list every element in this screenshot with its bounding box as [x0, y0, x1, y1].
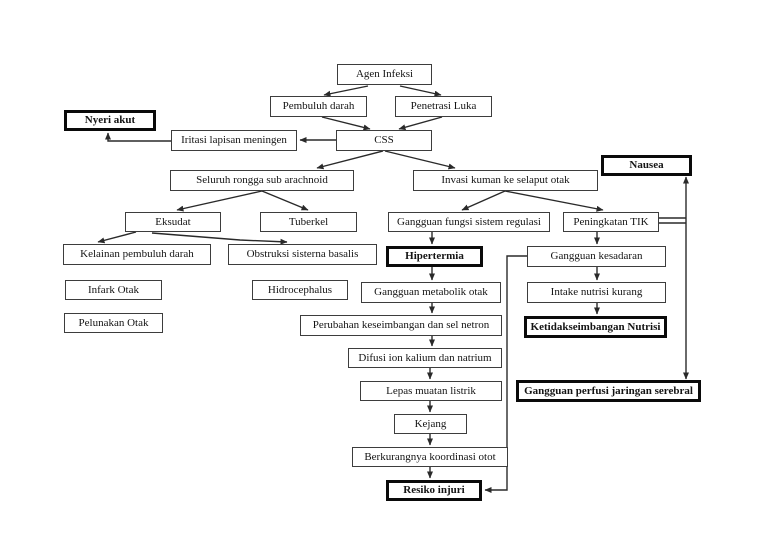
node-label-gangguan-fungsi: Gangguan fungsi sistem regulasi — [397, 215, 541, 228]
node-css: CSS — [336, 130, 432, 151]
node-hidrocephalus: Hidrocephalus — [252, 280, 348, 300]
edge-kesadaran-to-resiko — [484, 255, 527, 493]
node-label-peningkatan-tik: Peningkatan TIK — [573, 215, 649, 228]
edge-css-to-invasi-kuman — [384, 150, 456, 170]
node-kejang: Kejang — [394, 414, 467, 434]
node-gangguan-perfusi: Gangguan perfusi jaringan serebral — [516, 380, 701, 402]
node-label-kelainan-pembuluh-darah: Kelainan pembuluh darah — [80, 248, 194, 260]
node-label-berkurangnya-koordinasi: Berkurangnya koordinasi otot — [364, 450, 496, 463]
edge-penetrasi-to-css — [398, 116, 443, 131]
edge-agen-to-penetrasi — [399, 85, 442, 97]
node-peningkatan-tik: Peningkatan TIK — [563, 212, 659, 232]
node-lepas-muatan: Lepas muatan listrik — [360, 381, 502, 401]
node-label-gangguan-metabolik: Gangguan metabolik otak — [374, 286, 488, 298]
node-invasi-kuman: Invasi kuman ke selaput otak — [413, 170, 598, 191]
node-hipertermia: Hipertermia — [386, 246, 483, 267]
node-label-pelunakan-otak: Pelunakan Otak — [78, 316, 149, 329]
node-label-hidrocephalus: Hidrocephalus — [267, 283, 333, 296]
node-label-agen-infeksi: Agen Infeksi — [355, 68, 414, 80]
node-label-invasi-kuman: Invasi kuman ke selaput otak — [441, 174, 570, 186]
node-label-gangguan-kesadaran: Gangguan kesadaran — [550, 250, 643, 262]
edge-invasi-to-peningkatan-tik — [504, 190, 604, 212]
edge-seluruh-to-eksudat — [176, 190, 263, 212]
node-eksudat: Eksudat — [125, 212, 221, 232]
node-nausea: Nausea — [601, 155, 692, 176]
node-label-eksudat: Eksudat — [155, 215, 191, 228]
node-gangguan-fungsi: Gangguan fungsi sistem regulasi — [388, 212, 550, 232]
node-label-obstruksi-sisterna: Obstruksi sisterna basalis — [246, 248, 359, 260]
node-label-lepas-muatan: Lepas muatan listrik — [386, 384, 476, 397]
node-gangguan-kesadaran: Gangguan kesadaran — [527, 246, 666, 267]
edge-invasi-to-gangguan-fungsi — [461, 190, 506, 211]
node-label-difusi-ion: Difusi ion kalium dan natrium — [358, 351, 492, 364]
node-resiko-injuri: Resiko injuri — [386, 480, 482, 501]
node-label-perubahan-keseimbangan: Perubahan keseimbangan dan sel netron — [312, 319, 490, 331]
edge-eksudat-to-obstruksi — [151, 232, 288, 245]
node-label-gangguan-perfusi: Gangguan perfusi jaringan serebral — [524, 384, 693, 397]
node-pembuluh-darah: Pembuluh darah — [270, 96, 367, 117]
node-label-iritasi-lapisan-meningen: Iritasi lapisan meningen — [181, 134, 287, 146]
node-pelunakan-otak: Pelunakan Otak — [64, 313, 163, 333]
edge-eksudat-to-kelainan — [97, 231, 137, 244]
node-agen-infeksi: Agen Infeksi — [337, 64, 432, 85]
node-label-hipertermia: Hipertermia — [405, 250, 464, 262]
node-label-penetrasi-luka: Penetrasi Luka — [410, 100, 477, 112]
node-label-tuberkel: Tuberkel — [288, 215, 329, 228]
node-difusi-ion: Difusi ion kalium dan natrium — [348, 348, 502, 368]
node-berkurangnya-koordinasi: Berkurangnya koordinasi otot — [352, 447, 508, 467]
node-intake-nutrisi: Intake nutrisi kurang — [527, 282, 666, 303]
edge-pembuluh-to-css — [321, 116, 371, 131]
node-nyeri-akut: Nyeri akut — [64, 110, 156, 131]
node-label-nyeri-akut: Nyeri akut — [84, 114, 136, 126]
node-label-kejang: Kejang — [414, 417, 447, 430]
node-label-intake-nutrisi: Intake nutrisi kurang — [550, 286, 643, 298]
edge-css-to-seluruh-rongga — [316, 150, 384, 170]
node-tuberkel: Tuberkel — [260, 212, 357, 232]
edge-iritasi-to-nyeri-akut — [105, 132, 171, 142]
node-ketidakseimbangan-nutrisi: Ketidakseimbangan Nutrisi — [524, 316, 667, 338]
node-infark-otak: Infark Otak — [65, 280, 162, 300]
edge-seluruh-to-tuberkel — [261, 190, 309, 211]
node-perubahan-keseimbangan: Perubahan keseimbangan dan sel netron — [300, 315, 502, 336]
node-label-pembuluh-darah: Pembuluh darah — [282, 100, 355, 112]
node-seluruh-rongga: Seluruh rongga sub arachnoid — [170, 170, 354, 191]
node-iritasi-lapisan-meningen: Iritasi lapisan meningen — [171, 130, 297, 151]
node-label-infark-otak: Infark Otak — [87, 283, 139, 296]
node-label-ketidakseimbangan-nutrisi: Ketidakseimbangan Nutrisi — [530, 320, 661, 333]
edge-agen-to-pembuluh — [323, 85, 369, 97]
node-label-css: CSS — [374, 134, 394, 146]
node-label-resiko-injuri: Resiko injuri — [403, 484, 465, 496]
node-label-nausea: Nausea — [629, 159, 664, 171]
node-penetrasi-luka: Penetrasi Luka — [395, 96, 492, 117]
node-kelainan-pembuluh-darah: Kelainan pembuluh darah — [63, 244, 211, 265]
node-gangguan-metabolik: Gangguan metabolik otak — [361, 282, 501, 303]
node-obstruksi-sisterna: Obstruksi sisterna basalis — [228, 244, 377, 265]
node-label-seluruh-rongga: Seluruh rongga sub arachnoid — [196, 174, 328, 186]
